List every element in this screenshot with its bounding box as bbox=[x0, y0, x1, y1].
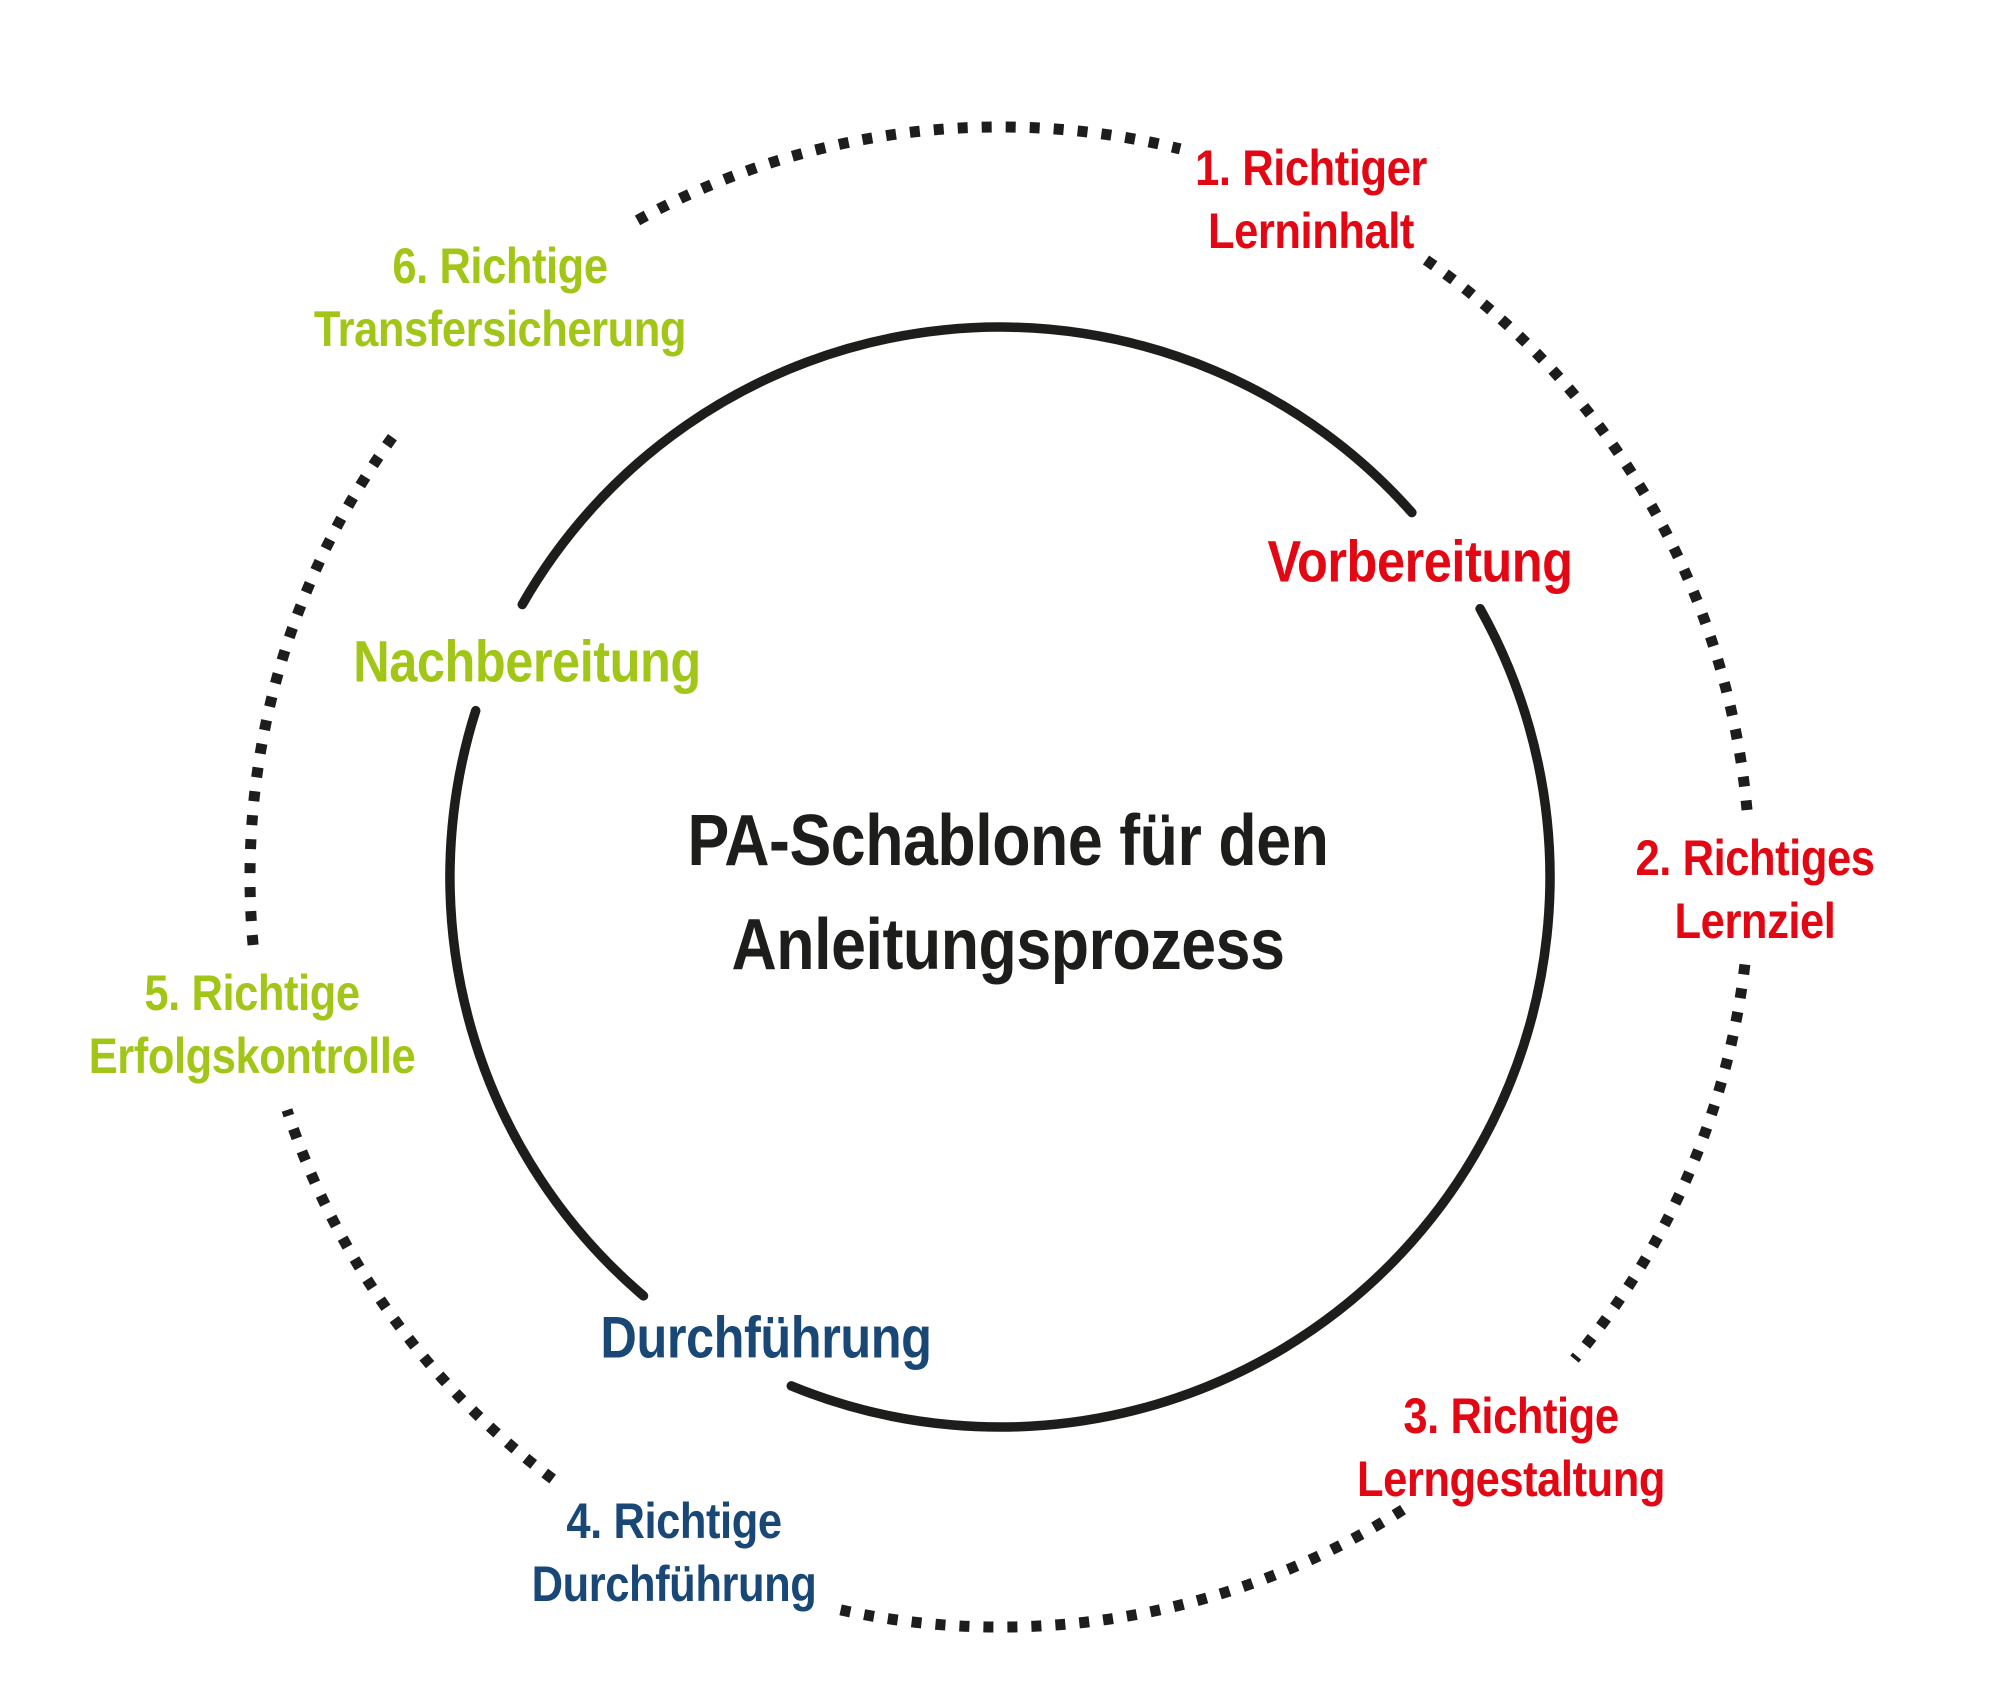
phase-label-vorbereitung: Vorbereitung bbox=[1267, 529, 1573, 595]
phase-label-durchfuehrung: Durchführung bbox=[600, 1305, 932, 1371]
phase-label-nachbereitung: Nachbereitung bbox=[353, 629, 701, 695]
inner-circle bbox=[445, 322, 1555, 1432]
step-3-line2: Lerngestaltung bbox=[1356, 1451, 1666, 1507]
outer-arc-left bbox=[244, 430, 400, 946]
step-label-6: 6. Richtige Transfersicherung bbox=[313, 235, 687, 361]
inner-arc-right-bottom bbox=[786, 603, 1555, 1432]
step-1-line2: Lerninhalt bbox=[1208, 203, 1414, 259]
center-title-line2: Anleitungsprozess bbox=[731, 905, 1285, 985]
outer-arc-top bbox=[634, 121, 1182, 226]
step-label-4: 4. Richtige Durchführung bbox=[532, 1490, 817, 1616]
outer-arc-right bbox=[1570, 963, 1751, 1363]
inner-arc-top bbox=[517, 322, 1417, 610]
step-label-5: 5. Richtige Erfolgskontrolle bbox=[89, 962, 416, 1088]
inner-arc-left bbox=[445, 705, 649, 1301]
step-3-line1: 3. Richtige bbox=[1403, 1388, 1619, 1444]
step-label-1: 1. Richtiger Lerninhalt bbox=[1195, 137, 1427, 263]
step-label-3: 3. Richtige Lerngestaltung bbox=[1356, 1385, 1666, 1511]
step-6-line1: 6. Richtige bbox=[392, 238, 608, 294]
step-2-line1: 2. Richtiges bbox=[1635, 830, 1875, 886]
center-title-line1: PA-Schablone für den bbox=[687, 801, 1329, 881]
step-1-line1: 1. Richtiger bbox=[1195, 140, 1427, 196]
step-2-line2: Lernziel bbox=[1674, 893, 1836, 949]
outer-dotted-circle bbox=[244, 121, 1753, 1633]
step-4-line1: 4. Richtige bbox=[566, 1493, 782, 1549]
step-5-line2: Erfolgskontrolle bbox=[88, 1028, 416, 1084]
step-5-line1: 5. Richtige bbox=[144, 965, 360, 1021]
outer-arc-bottom-left bbox=[281, 1108, 556, 1484]
step-6-line2: Transfersicherung bbox=[313, 301, 687, 357]
outer-arc-bottom-right bbox=[833, 1504, 1406, 1633]
step-label-2: 2. Richtiges Lernziel bbox=[1636, 827, 1875, 953]
center-title: PA-Schablone für den Anleitungsprozess bbox=[688, 789, 1329, 997]
step-4-line2: Durchführung bbox=[531, 1556, 817, 1612]
